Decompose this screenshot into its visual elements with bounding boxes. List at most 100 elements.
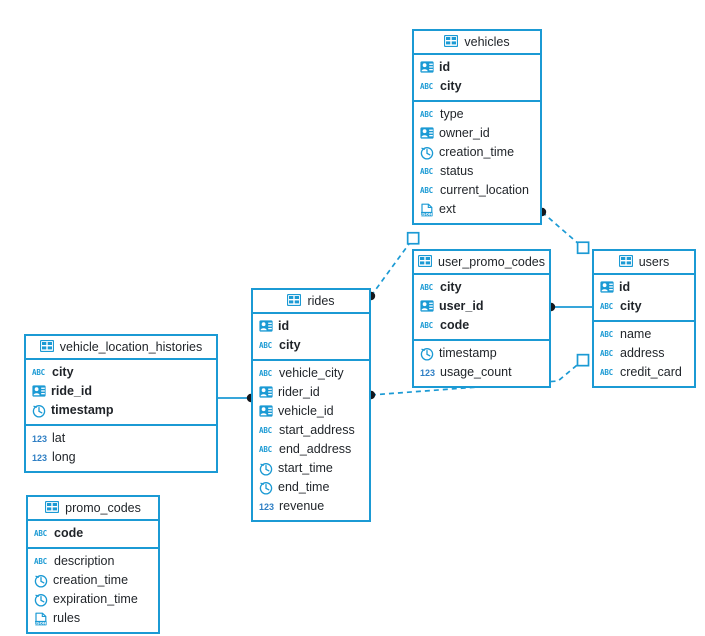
relationship-endpoint-square [576, 353, 590, 367]
field-timestamp[interactable]: timestamp [414, 344, 549, 363]
key-field-city[interactable]: ABC city [414, 278, 549, 297]
abc-text-icon: ABC [34, 528, 47, 538]
abc-text-icon: ABC [600, 348, 613, 358]
table-icon [418, 255, 432, 269]
abc-text-icon: ABC [420, 109, 433, 119]
field-label: ext [439, 202, 456, 217]
clock-icon [420, 347, 434, 361]
field-credit_card[interactable]: ABC credit_card [594, 363, 694, 382]
field-label: city [52, 365, 74, 380]
key-field-city[interactable]: ABC city [253, 336, 369, 355]
entity-header-promo_codes[interactable]: promo_codes [28, 497, 158, 521]
field-type[interactable]: ABC type [414, 105, 540, 124]
field-label: city [279, 338, 301, 353]
id-badge-icon [32, 384, 46, 399]
clock-icon [34, 593, 48, 607]
json-file-icon: JSON [34, 612, 48, 626]
field-start_time[interactable]: start_time [253, 459, 369, 478]
table-icon [444, 35, 459, 49]
relationship-line-rel-vehicles-users[interactable] [541, 211, 589, 253]
abc-text-icon: ABC [259, 340, 272, 350]
key-field-ride_id[interactable]: ride_id [26, 382, 216, 401]
field-label: start_time [278, 461, 333, 476]
table-icon [45, 501, 60, 515]
entity-header-users[interactable]: users [594, 251, 694, 275]
field-vehicle_id[interactable]: vehicle_id [253, 402, 369, 421]
entity-title: rides [307, 293, 335, 308]
field-label: city [440, 280, 462, 295]
clock-icon [420, 146, 434, 160]
field-label: vehicle_city [279, 366, 344, 381]
field-rider_id[interactable]: rider_id [253, 383, 369, 402]
key-field-id[interactable]: id [253, 317, 369, 336]
relationship-endpoint-square [576, 241, 590, 255]
table-icon [287, 294, 302, 308]
field-expiration_time[interactable]: expiration_time [28, 590, 158, 609]
field-label: owner_id [439, 126, 490, 141]
abc-text-icon: ABC [600, 367, 613, 377]
entity-header-user_promo_codes[interactable]: user_promo_codes [414, 251, 549, 275]
field-label: id [439, 60, 451, 75]
abc-text-icon: ABC [420, 166, 433, 176]
table-icon [618, 255, 633, 269]
abc-text-icon: ABC [420, 185, 433, 195]
field-label: credit_card [620, 365, 682, 380]
svg-text:JSON: JSON [34, 620, 46, 625]
key-field-code[interactable]: ABC code [414, 316, 549, 335]
entity-header-vehicle_location_histories[interactable]: vehicle_location_histories [26, 336, 216, 360]
entity-header-vehicles[interactable]: vehicles [414, 31, 540, 55]
field-label: creation_time [439, 145, 515, 160]
field-ext[interactable]: JSON ext [414, 200, 540, 219]
field-label: code [440, 318, 470, 333]
field-creation_time[interactable]: creation_time [414, 143, 540, 162]
field-label: type [440, 107, 464, 122]
field-label: start_address [279, 423, 355, 438]
field-label: id [619, 280, 631, 295]
field-owner_id[interactable]: owner_id [414, 124, 540, 143]
key-field-user_id[interactable]: user_id [414, 297, 549, 316]
field-label: ride_id [51, 384, 92, 399]
key-field-id[interactable]: id [414, 58, 540, 77]
abc-text-icon: ABC [600, 329, 613, 339]
json-file-icon: JSON [420, 203, 434, 217]
relationship-line-rel-rides-upc[interactable] [370, 232, 418, 297]
key-field-timestamp[interactable]: timestamp [26, 401, 216, 420]
entity-title: user_promo_codes [438, 254, 546, 269]
field-end_time[interactable]: end_time [253, 478, 369, 497]
abc-text-icon: ABC [420, 282, 433, 292]
abc-text-icon: ABC [420, 320, 433, 330]
entity-header-rides[interactable]: rides [253, 290, 369, 314]
field-creation_time[interactable]: creation_time [28, 571, 158, 590]
key-field-id[interactable]: id [594, 278, 694, 297]
